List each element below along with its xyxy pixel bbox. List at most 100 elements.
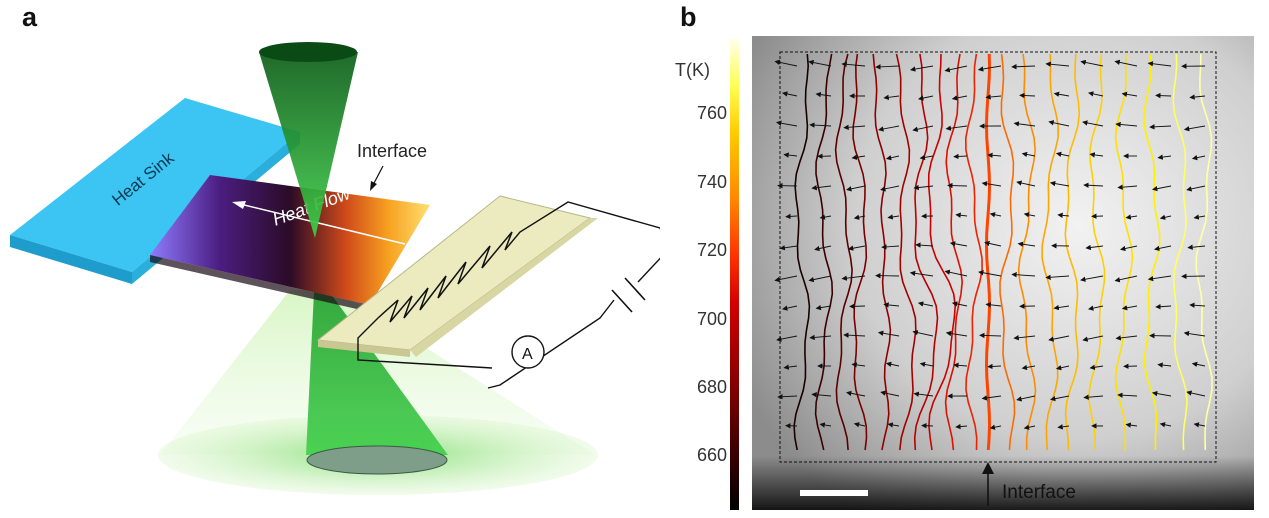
flux-arrow: [851, 362, 866, 368]
isotherm-line: [1172, 53, 1188, 451]
colorbar-tick-label: 680: [696, 377, 727, 397]
flux-arrow: [880, 185, 900, 192]
scale-bar: [800, 490, 868, 496]
panel-label-a: a: [22, 2, 38, 32]
flux-arrow: [921, 423, 934, 429]
flux-arrow: [1157, 362, 1172, 368]
isotherm-line: [814, 53, 834, 451]
flux-arrow: [945, 125, 968, 131]
flux-arrow: [1055, 151, 1070, 157]
flux-arrow: [819, 422, 832, 428]
flux-arrow: [811, 392, 832, 398]
flux-arrow: [1189, 94, 1206, 100]
interface-arrow-a-line: [372, 165, 384, 186]
sample-strip: [150, 175, 430, 305]
flux-arrow: [1021, 364, 1036, 371]
flux-arrow: [1045, 274, 1070, 280]
flux-arrow: [912, 125, 934, 132]
isotherm-line: [895, 53, 917, 451]
flux-arrow: [1016, 180, 1036, 187]
colorbar-title: T(K): [675, 60, 710, 80]
sample-strip-edge: [150, 255, 370, 312]
isotherm-line: [927, 53, 957, 451]
circuit-wire-left: [357, 317, 493, 369]
heat-sink-top: [10, 98, 300, 272]
battery-plate-1: [624, 277, 646, 301]
flux-arrow: [1121, 91, 1138, 97]
flux-arrow: [1115, 335, 1138, 341]
flux-arrow: [913, 184, 934, 191]
isotherm-line: [984, 53, 992, 451]
flux-arrow: [915, 242, 934, 248]
isotherm-line: [999, 53, 1016, 451]
lower-beam-cone: [306, 272, 448, 455]
flux-arrow: [1191, 361, 1206, 368]
battery-plate-2: [611, 289, 633, 313]
flux-arrow: [1114, 59, 1138, 67]
flux-arrow: [819, 214, 832, 220]
heater-resistor: [377, 231, 513, 323]
flux-arrow: [1154, 245, 1172, 252]
isotherm-line: [964, 53, 983, 451]
beam-spot-ellipse: [306, 445, 448, 475]
flux-arrow: [880, 390, 900, 397]
roi-dashed-box: [779, 51, 1217, 463]
flux-arrow: [989, 424, 1002, 430]
flux-arrow: [1186, 185, 1206, 192]
isotherm-line: [872, 53, 892, 451]
flux-arrow: [944, 65, 968, 73]
ammeter-label: A: [522, 346, 533, 363]
flux-arrow: [814, 245, 832, 252]
flux-arrow: [953, 362, 968, 368]
flux-arrow: [875, 64, 900, 70]
isotherm-line: [834, 53, 853, 451]
flux-arrow: [1115, 121, 1138, 128]
flux-arrow: [1183, 330, 1206, 337]
flux-arrow: [1157, 154, 1172, 160]
colorbar-tick-label: 720: [696, 240, 727, 260]
flux-arrow: [1019, 92, 1036, 99]
flux-arrow: [843, 124, 866, 131]
map-background: [752, 36, 1254, 510]
heat-flow-arrowhead: [232, 201, 246, 209]
flux-arrow: [1186, 390, 1206, 397]
flux-arrow: [779, 245, 798, 251]
isotherm-line: [852, 53, 868, 451]
flux-arrow: [1189, 302, 1206, 308]
flux-arrow: [1159, 422, 1172, 428]
flux-arrow: [978, 270, 1002, 277]
flux-arrow: [849, 303, 866, 310]
isotherm-line: [1195, 53, 1213, 451]
flux-arrow: [881, 244, 900, 250]
heater-plate-edge: [318, 340, 410, 357]
flux-arrow: [877, 330, 900, 337]
flux-arrow: [809, 334, 832, 341]
flux-arrow: [1085, 244, 1104, 251]
flux-arrow: [776, 335, 798, 342]
flux-arrow: [846, 185, 866, 192]
flux-arrow: [985, 302, 1002, 308]
flux-arrow: [1011, 64, 1036, 70]
isotherm-contours: [793, 53, 1213, 451]
flux-arrow: [1080, 275, 1104, 282]
interface-arrowhead-a: [370, 181, 377, 191]
isotherm-line: [1017, 53, 1037, 450]
flux-arrow: [815, 304, 832, 311]
flux-arrow: [1147, 61, 1172, 67]
flux-arrow: [1011, 272, 1036, 278]
flux-arrow: [977, 65, 1002, 72]
flux-arrow: [987, 152, 1002, 158]
flux-arrow: [951, 95, 968, 101]
circuit-wire-top: [504, 201, 660, 283]
isotherm-line: [793, 53, 811, 451]
flux-arrow: [1121, 305, 1138, 311]
flux-arrow: [955, 423, 968, 430]
flux-arrow: [777, 393, 798, 400]
flux-arrow: [887, 214, 900, 220]
colorbar-tick-label: 760: [696, 103, 727, 123]
flux-arrow: [987, 363, 1002, 370]
flux-arrow: [885, 155, 900, 161]
upper-beam-cone: [259, 52, 358, 238]
flux-arrow: [1082, 120, 1104, 127]
flux-arrow: [1023, 212, 1036, 218]
